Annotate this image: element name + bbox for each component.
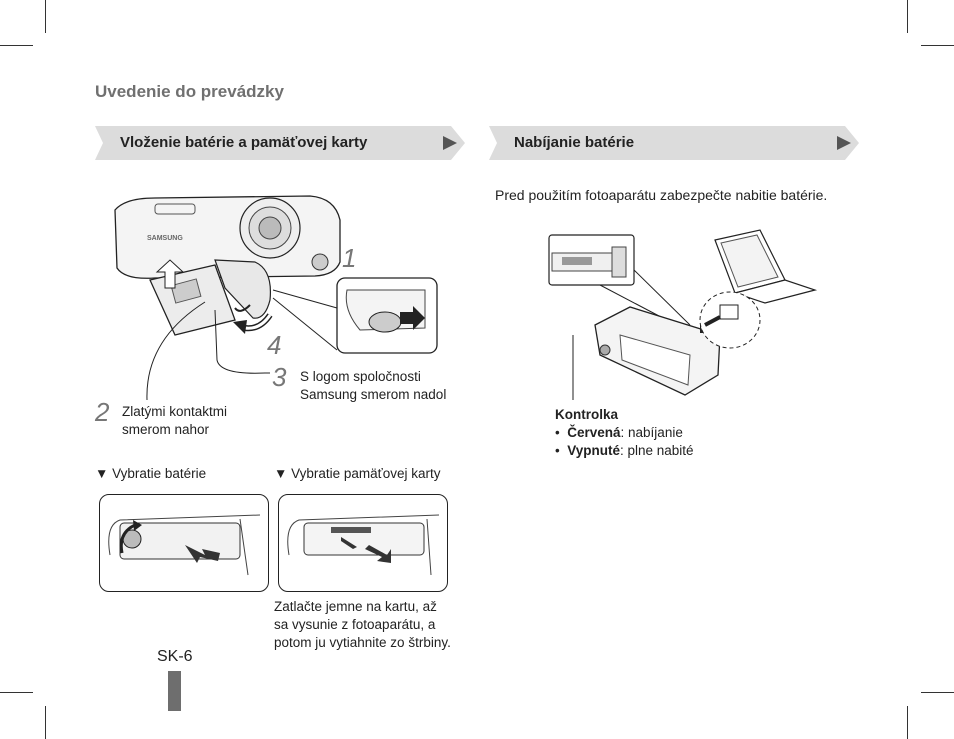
banner-background	[489, 126, 859, 160]
step-2-text: Zlatými kontaktmi smerom nahor	[122, 403, 227, 439]
banner-background	[95, 126, 465, 160]
page-number: SK-6	[157, 648, 193, 665]
indicator-term: Vypnuté	[567, 443, 620, 458]
text-line: Samsung smerom nadol	[300, 387, 447, 402]
banner-charge-battery: Nabíjanie batérie	[489, 126, 859, 160]
list-item: • Vypnuté: plne nabité	[555, 443, 694, 458]
indicator-legend: Kontrolka • Červená: nabíjanie • Vypnuté…	[555, 406, 694, 460]
crop-mark	[45, 0, 46, 33]
text-line: sa vysunie z fotoaparátu, a	[274, 617, 436, 632]
remove-card-illustration	[278, 494, 448, 592]
step-number: 1	[342, 243, 357, 273]
indicator-title: Kontrolka	[555, 407, 619, 422]
banner-label: Vloženie batérie a pamäťovej karty	[120, 134, 368, 151]
play-arrow-icon	[837, 136, 851, 150]
step-number: 3	[272, 362, 287, 392]
text-line: Zlatými kontaktmi	[122, 404, 228, 419]
step-3-text: S logom spoločnosti Samsung smerom nadol	[300, 368, 446, 404]
crop-mark	[907, 706, 908, 739]
text-line: smerom nahor	[122, 422, 210, 437]
text-line: S logom spoločnosti	[300, 369, 421, 384]
camera-battery-illustration: SAMSUNG	[114, 195, 438, 401]
text-line: potom ju vytiahnite zo štrbiny.	[274, 635, 451, 650]
crop-mark	[907, 0, 908, 33]
indicator-desc: : nabíjanie	[620, 425, 683, 440]
play-arrow-icon	[443, 136, 457, 150]
indicator-desc: : plne nabité	[620, 443, 694, 458]
camera-brand: SAMSUNG	[147, 235, 183, 242]
remove-card-instructions: Zatlačte jemne na kartu, až sa vysunie z…	[274, 598, 451, 652]
crop-mark	[0, 45, 33, 46]
page-tab-bar	[168, 671, 181, 711]
banner-insert-battery: Vloženie batérie a pamäťovej karty	[95, 126, 465, 160]
step-number: 4	[267, 330, 282, 360]
remove-battery-label: ▼ Vybratie batérie	[95, 466, 207, 481]
crop-mark	[45, 706, 46, 739]
list-item: • Červená: nabíjanie	[555, 425, 683, 440]
remove-card-label: ▼ Vybratie pamäťovej karty	[274, 466, 441, 481]
crop-mark	[0, 692, 33, 693]
step-number: 2	[95, 397, 110, 427]
charging-illustration	[548, 229, 818, 400]
banner-label: Nabíjanie batérie	[514, 134, 635, 151]
text-line: Zatlačte jemne na kartu, až	[274, 599, 437, 614]
remove-battery-illustration	[99, 494, 269, 592]
charging-intro: Pred použitím fotoaparátu zabezpečte nab…	[495, 187, 828, 203]
crop-mark	[921, 45, 954, 46]
crop-mark	[921, 692, 954, 693]
section-title: Uvedenie do prevádzky	[95, 82, 284, 101]
indicator-term: Červená	[567, 425, 621, 440]
